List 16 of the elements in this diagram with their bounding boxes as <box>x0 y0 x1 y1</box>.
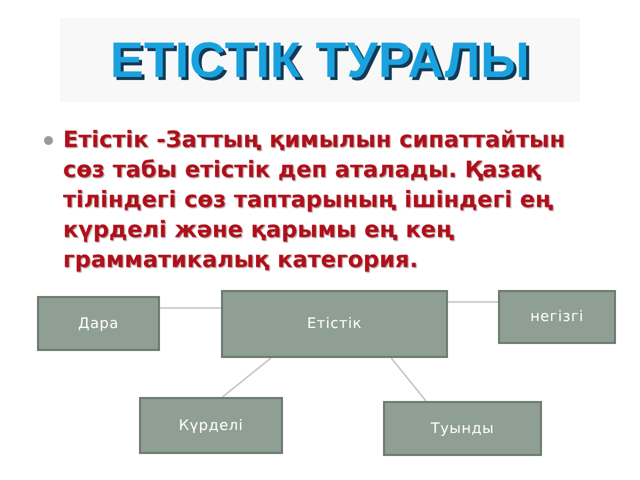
connector-line <box>160 307 221 309</box>
node-label: Дара <box>78 316 119 332</box>
connector-line <box>390 358 427 402</box>
process-box <box>139 397 283 454</box>
node-label: Етістік <box>306 316 362 332</box>
process-box <box>383 401 542 456</box>
bullet-text: Етістік -Заттың қимылын сипаттайтын сөз табы етістік деп аталады. Қазақ тіліндегі сөз таптарының ішіндегі ең күрделі және қарымы ең кең грамматикалық категория. <box>63 126 566 275</box>
process-box <box>498 290 616 344</box>
connector-line <box>222 357 272 398</box>
node-label: Күрделі <box>178 418 244 434</box>
node-label: Туынды <box>430 420 494 436</box>
process-box <box>221 290 448 358</box>
title: ЕТІСТІК ТУРАЛЫ <box>110 31 530 89</box>
process-box <box>37 296 160 351</box>
connector-line <box>448 301 498 303</box>
node-label: негізгі <box>530 309 584 325</box>
